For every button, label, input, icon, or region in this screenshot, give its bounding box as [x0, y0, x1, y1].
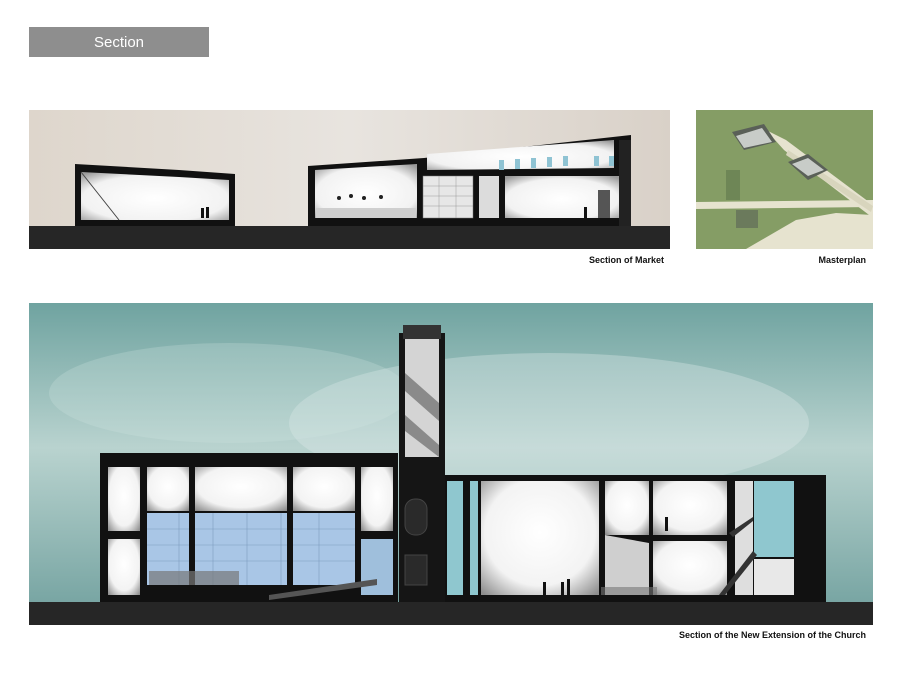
church-section-drawing	[29, 303, 873, 625]
church-section-figure	[29, 303, 873, 625]
market-caption: Section of Market	[588, 255, 664, 265]
masterplan-caption: Masterplan	[818, 255, 866, 265]
masterplan-drawing	[696, 110, 873, 249]
market-section-figure	[29, 110, 670, 249]
masterplan-figure	[696, 110, 873, 249]
market-section-drawing	[29, 110, 670, 249]
church-caption: Section of the New Extension of the Chur…	[678, 630, 866, 640]
section-label: Section	[29, 27, 209, 57]
